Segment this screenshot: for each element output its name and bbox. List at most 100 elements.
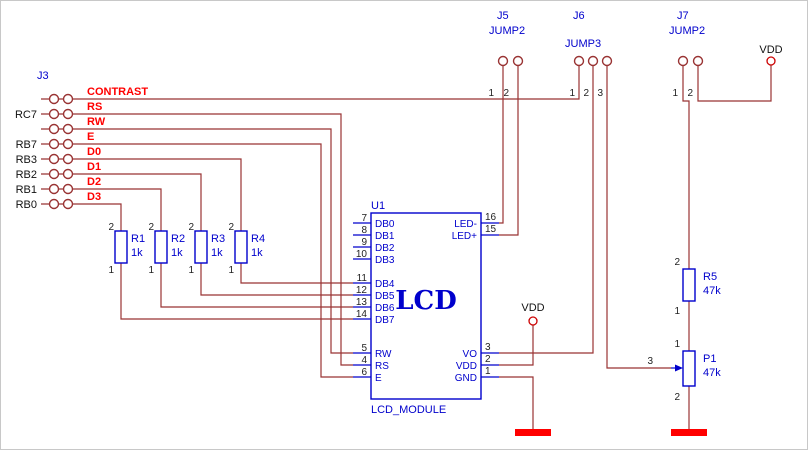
resistor-r5: R5 47k 2 1 bbox=[674, 257, 721, 317]
pin-number: 11 bbox=[357, 273, 368, 284]
connector-j7: J7 JUMP2 1 2 bbox=[669, 10, 705, 99]
wire-r3-db5 bbox=[200, 263, 353, 296]
connector-pin bbox=[48, 183, 60, 195]
net-label-rw: RW bbox=[87, 116, 106, 128]
resistor-pin-bottom: 1 bbox=[108, 265, 114, 276]
pot-pin-bottom: 2 bbox=[674, 392, 680, 403]
ic-subtitle: LCD_MODULE bbox=[371, 404, 446, 416]
resistor-ref: R2 bbox=[171, 233, 185, 245]
pin-number: 9 bbox=[361, 237, 367, 248]
j7-part-label: JUMP2 bbox=[669, 25, 705, 37]
pin-number: 1 bbox=[485, 366, 491, 377]
wire-j7-r5 bbox=[682, 66, 690, 269]
wire-d0 bbox=[81, 158, 242, 231]
port-label-rb3: RB3 bbox=[16, 154, 37, 166]
pin-name: DB4 bbox=[375, 279, 395, 290]
pin-number: 1 bbox=[488, 88, 494, 99]
connector-pin bbox=[62, 123, 74, 135]
connector-pin bbox=[512, 55, 524, 67]
resistor-pin-top: 2 bbox=[188, 222, 194, 233]
connector-j6: J6 JUMP3 1 2 3 bbox=[565, 10, 613, 99]
connector-pin bbox=[48, 123, 60, 135]
pin-number: 15 bbox=[485, 224, 497, 235]
ground-bar-icon bbox=[671, 429, 707, 436]
pin-name: DB1 bbox=[375, 231, 395, 242]
ground-symbol-lcd bbox=[515, 429, 551, 436]
pin-name: DB3 bbox=[375, 255, 395, 266]
pin-number: 6 bbox=[361, 367, 367, 378]
net-label-e: E bbox=[87, 131, 94, 143]
connector-pin bbox=[587, 55, 599, 67]
port-label-rb2: RB2 bbox=[16, 169, 37, 181]
connector-pin bbox=[62, 108, 74, 120]
pin-name: DB5 bbox=[375, 291, 395, 302]
connector-pin bbox=[497, 55, 509, 67]
connector-pin bbox=[48, 93, 60, 105]
vdd-label: VDD bbox=[759, 44, 782, 56]
port-label-rc7: RC7 bbox=[15, 109, 37, 121]
port-label-rb1: RB1 bbox=[16, 184, 37, 196]
pin-number: 13 bbox=[356, 297, 368, 308]
pin-number: 7 bbox=[361, 213, 367, 224]
pin-name: VDD bbox=[456, 361, 477, 372]
j5-ref-label: J5 bbox=[497, 10, 509, 22]
connector-j3: J3 RC7 RB7 RB3 RB2 RB1 RB0 bbox=[15, 70, 81, 211]
pin-number: 16 bbox=[485, 212, 497, 223]
pin-name: RS bbox=[375, 361, 389, 372]
power-vdd-lcd: VDD bbox=[521, 302, 545, 326]
wire-d3 bbox=[81, 203, 122, 231]
connector-pin bbox=[62, 198, 74, 210]
pin-number: 2 bbox=[485, 354, 491, 365]
connector-pin bbox=[62, 93, 74, 105]
net-labels: CONTRAST RS RW E D0 D1 D2 D3 bbox=[87, 86, 148, 203]
resistor-body bbox=[154, 230, 168, 264]
pin-name: E bbox=[375, 373, 382, 384]
resistor-value: 1k bbox=[211, 247, 223, 259]
resistor-pin-top: 2 bbox=[674, 257, 680, 268]
resistor-value: 1k bbox=[131, 247, 143, 259]
j5-part-label: JUMP2 bbox=[489, 25, 525, 37]
pot-wiper-arrowhead-icon bbox=[675, 364, 683, 372]
pin-number: 12 bbox=[356, 285, 368, 296]
resistor-ref: R4 bbox=[251, 233, 265, 245]
connector-pin bbox=[601, 55, 613, 67]
pot-value: 47k bbox=[703, 367, 721, 379]
net-label-rs: RS bbox=[87, 101, 102, 113]
connector-pin bbox=[62, 168, 74, 180]
vdd-label: VDD bbox=[521, 302, 544, 314]
j6-part-label: JUMP3 bbox=[565, 38, 601, 50]
pin-name: DB7 bbox=[375, 315, 395, 326]
connector-j5: J5 JUMP2 1 2 bbox=[488, 10, 525, 99]
net-label-d1: D1 bbox=[87, 161, 101, 173]
port-label-rb7: RB7 bbox=[16, 139, 37, 151]
port-label-rb0: RB0 bbox=[16, 199, 37, 211]
ground-symbol-p1 bbox=[671, 429, 707, 436]
wire-d1 bbox=[81, 173, 202, 231]
j7-ref-label: J7 bbox=[677, 10, 689, 22]
resistor-body bbox=[114, 230, 128, 264]
wire-gnd-pin bbox=[499, 376, 534, 429]
resistor-pin-bottom: 1 bbox=[674, 306, 680, 317]
pin-number: 2 bbox=[583, 88, 589, 99]
connector-pin bbox=[677, 55, 689, 67]
resistor-ref: R5 bbox=[703, 271, 717, 283]
resistor-r2: R2 1k 2 1 bbox=[148, 222, 185, 276]
wire-rw bbox=[81, 128, 353, 354]
resistor-body bbox=[234, 230, 248, 264]
connector-pin bbox=[48, 198, 60, 210]
pot-ref: P1 bbox=[703, 353, 716, 365]
net-label-d3: D3 bbox=[87, 191, 101, 203]
connector-pin bbox=[62, 153, 74, 165]
pin-name: VO bbox=[463, 349, 478, 360]
wire-r2-db6 bbox=[160, 263, 353, 308]
pin-name: LED+ bbox=[452, 231, 477, 242]
pin-number: 14 bbox=[356, 309, 368, 320]
resistor-ref: R3 bbox=[211, 233, 225, 245]
potentiometer-p1: P1 47k 1 3 2 bbox=[647, 339, 721, 403]
connector-pin bbox=[48, 168, 60, 180]
resistor-pin-bottom: 1 bbox=[228, 265, 234, 276]
resistor-value: 1k bbox=[171, 247, 183, 259]
wire-d2 bbox=[81, 188, 162, 231]
pin-number: 1 bbox=[569, 88, 575, 99]
